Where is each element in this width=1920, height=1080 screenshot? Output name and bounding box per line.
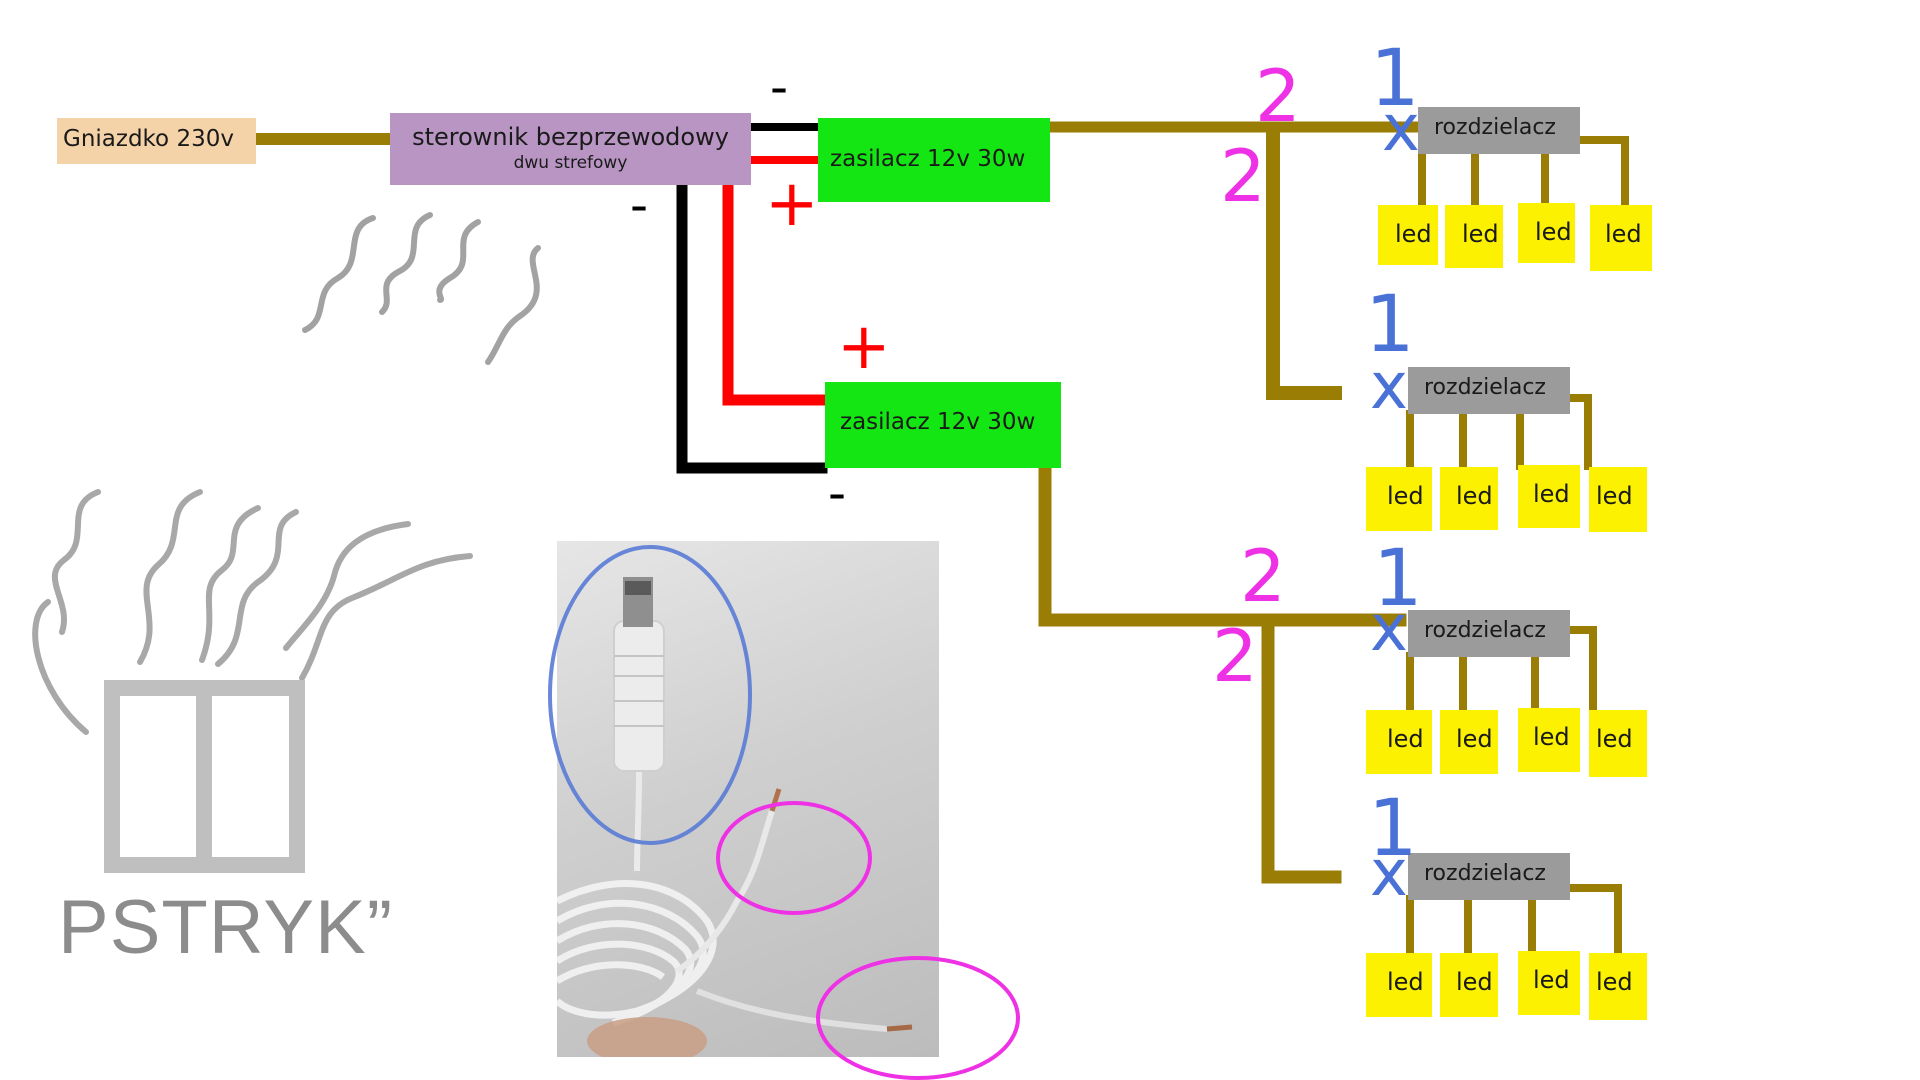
led-box: led bbox=[1518, 203, 1575, 263]
led-label: led bbox=[1456, 482, 1493, 510]
splitter-label: rozdzielacz bbox=[1434, 115, 1556, 140]
led-label: led bbox=[1387, 482, 1424, 510]
cut-mark: x bbox=[1370, 837, 1408, 911]
mark-plug: 1 bbox=[1370, 34, 1420, 124]
mark-plug: 1 bbox=[1373, 534, 1423, 624]
power-supply-1: zasilacz 12v 30w bbox=[818, 118, 1050, 202]
led-label: led bbox=[1535, 218, 1572, 246]
wire-plus-to-psu2 bbox=[722, 179, 828, 406]
led-label: led bbox=[1533, 480, 1570, 508]
connector-photo bbox=[557, 541, 939, 1057]
power-supply-label: zasilacz 12v 30w bbox=[830, 146, 1026, 172]
led-label: led bbox=[1605, 220, 1642, 248]
led-box: led bbox=[1366, 710, 1432, 774]
led-label: led bbox=[1387, 968, 1424, 996]
wave-lines-lower bbox=[32, 489, 473, 735]
led-box: led bbox=[1589, 467, 1647, 532]
led-label: led bbox=[1533, 966, 1570, 994]
led-label: led bbox=[1533, 723, 1570, 751]
wire-minus-to-psu2 bbox=[676, 179, 828, 474]
led-box: led bbox=[1366, 467, 1432, 531]
connector-photo-drawing bbox=[557, 577, 913, 1057]
led-label: led bbox=[1462, 220, 1499, 248]
polarity-plus: + bbox=[837, 310, 891, 384]
splitter-label: rozdzielacz bbox=[1424, 375, 1546, 400]
led-box: led bbox=[1440, 953, 1498, 1017]
polarity-minus: - bbox=[770, 58, 789, 116]
led-label: led bbox=[1395, 220, 1432, 248]
led-box: led bbox=[1440, 467, 1498, 530]
led-box: led bbox=[1518, 708, 1580, 772]
splitter-led-wires bbox=[1406, 136, 1629, 955]
mark-wire: 2 bbox=[1240, 534, 1286, 618]
wave-lines-upper bbox=[302, 212, 541, 365]
wire-end-circle bbox=[816, 956, 1020, 1080]
led-label: led bbox=[1596, 725, 1633, 753]
led-label: led bbox=[1456, 725, 1493, 753]
cut-mark: x bbox=[1370, 350, 1408, 424]
switch-caption: PSTRYK” bbox=[58, 885, 394, 970]
mark-wire: 2 bbox=[1220, 134, 1266, 218]
led-label: led bbox=[1387, 725, 1424, 753]
socket-label: Gniazdko 230v bbox=[63, 126, 234, 152]
led-box: led bbox=[1366, 953, 1432, 1017]
wire-psu2-branch bbox=[1261, 613, 1342, 884]
wire-psu1-branch bbox=[1266, 128, 1342, 400]
splitter-1: rozdzielacz bbox=[1418, 107, 1580, 154]
power-supply-2: zasilacz 12v 30w bbox=[825, 382, 1061, 468]
led-box: led bbox=[1378, 205, 1438, 265]
polarity-minus: - bbox=[630, 176, 649, 234]
mark-wire: 2 bbox=[1255, 54, 1301, 138]
controller-title: sterownik bezprzewodowy bbox=[412, 123, 729, 151]
polarity-plus: + bbox=[765, 167, 819, 241]
mark-plug: 1 bbox=[1365, 280, 1415, 370]
cut-mark: x bbox=[1382, 92, 1420, 166]
mark-wire: 2 bbox=[1212, 614, 1258, 698]
led-label: led bbox=[1456, 968, 1493, 996]
cut-mark: x bbox=[1370, 592, 1408, 666]
splitter-2: rozdzielacz bbox=[1408, 367, 1570, 414]
cut-marks: x x x x bbox=[1370, 92, 1420, 911]
splitter-label: rozdzielacz bbox=[1424, 618, 1546, 643]
led-label: led bbox=[1596, 968, 1633, 996]
splitter-4: rozdzielacz bbox=[1408, 853, 1570, 900]
led-box: led bbox=[1518, 465, 1580, 528]
controller-subtitle: dwu strefowy bbox=[513, 153, 628, 173]
light-switch-icon bbox=[104, 680, 305, 873]
splitter-3: rozdzielacz bbox=[1408, 610, 1570, 657]
led-box: led bbox=[1590, 205, 1652, 271]
socket-box: Gniazdko 230v bbox=[57, 118, 256, 164]
wires bbox=[249, 121, 1421, 884]
power-supply-label: zasilacz 12v 30w bbox=[840, 409, 1036, 435]
led-box: led bbox=[1445, 205, 1503, 268]
wire-end-circle bbox=[716, 801, 872, 915]
led-label: led bbox=[1596, 482, 1633, 510]
led-box: led bbox=[1589, 710, 1647, 777]
splitter-label: rozdzielacz bbox=[1424, 861, 1546, 886]
controller-box: sterownik bezprzewodowy dwu strefowy bbox=[390, 113, 751, 185]
led-box: led bbox=[1440, 710, 1498, 774]
mark-plug: 1 bbox=[1368, 784, 1418, 874]
wire-psu2-out bbox=[1038, 463, 1407, 627]
plug-circle bbox=[548, 545, 752, 845]
led-box: led bbox=[1518, 951, 1580, 1015]
led-box: led bbox=[1589, 953, 1647, 1020]
polarity-minus: - bbox=[828, 464, 847, 522]
